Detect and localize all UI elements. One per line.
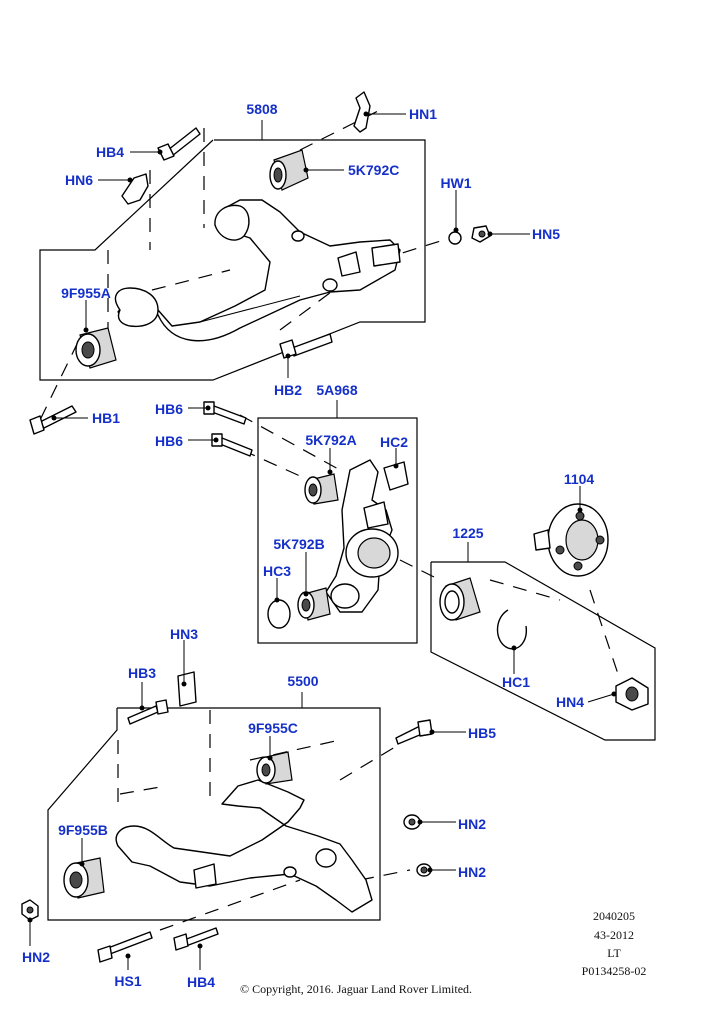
bearing-frame xyxy=(430,561,656,741)
drawing-code-2: 43-2012 xyxy=(594,928,634,942)
label-5k792c: 5K792C xyxy=(348,162,399,178)
label-hb4-bottom: HB4 xyxy=(187,974,215,990)
bush-9f955b xyxy=(63,857,105,899)
label-hn5: HN5 xyxy=(532,226,560,242)
wheel-hub-1104 xyxy=(533,503,609,577)
hub-bearing-group xyxy=(399,503,656,741)
label-hb6-b: HB6 xyxy=(155,433,183,449)
bush-5k792c xyxy=(269,149,309,191)
label-9f955a: 9F955A xyxy=(61,285,111,301)
label-5808: 5808 xyxy=(246,101,277,117)
nut-hn4 xyxy=(615,677,649,711)
label-hs1: HS1 xyxy=(114,973,141,989)
label-hn2-a: HN2 xyxy=(458,816,486,832)
bolt-hb5 xyxy=(395,719,433,745)
ring-hc3 xyxy=(267,599,291,629)
nut-hn2-b xyxy=(416,863,432,877)
nut-hn5 xyxy=(471,225,491,243)
label-hn6: HN6 xyxy=(65,172,93,188)
label-5500: 5500 xyxy=(287,673,318,689)
bush-9f955a xyxy=(75,327,117,369)
label-5k792b: 5K792B xyxy=(273,536,324,552)
callout-labels: 5808 HN1 HB4 5K792C HN6 HW1 HN5 9F955A H… xyxy=(22,101,594,990)
lower-control-arm xyxy=(115,779,373,913)
bracket-hn1 xyxy=(353,91,371,133)
label-hc3: HC3 xyxy=(263,563,291,579)
bolt-hb6-a xyxy=(203,401,247,425)
clip-hn6 xyxy=(121,173,149,205)
label-5k792a: 5K792A xyxy=(305,432,356,448)
nut-hn2-c xyxy=(21,899,39,921)
label-hb5: HB5 xyxy=(468,725,496,741)
drawing-code-1: 2040205 xyxy=(593,909,635,923)
nut-hn2-a xyxy=(403,814,421,830)
upper-arm-group xyxy=(29,91,491,435)
bolt-hb1 xyxy=(29,405,77,435)
label-hb6-a: HB6 xyxy=(155,401,183,417)
bolt-hb4-bottom xyxy=(173,927,219,951)
label-hn2-b: HN2 xyxy=(458,864,486,880)
label-9f955c: 9F955C xyxy=(248,720,298,736)
bearing-1225 xyxy=(439,577,481,621)
label-hn2-c: HN2 xyxy=(22,949,50,965)
bolt-hb4-top xyxy=(157,127,201,161)
knuckle xyxy=(325,459,399,613)
label-1104: 1104 xyxy=(564,471,595,487)
knuckle-group xyxy=(203,400,418,644)
bolt-hb6-b xyxy=(211,433,253,457)
label-hw1: HW1 xyxy=(440,175,471,191)
label-hn3: HN3 xyxy=(170,626,198,642)
label-hb1: HB1 xyxy=(92,410,120,426)
bolt-hb2 xyxy=(279,333,333,359)
label-hb3: HB3 xyxy=(128,665,156,681)
label-1225: 1225 xyxy=(452,525,483,541)
label-hc1: HC1 xyxy=(502,674,530,690)
footer: 2040205 43-2012 LT P0134258-02 © Copyrig… xyxy=(240,909,646,996)
bracket-hn3 xyxy=(177,671,197,707)
label-hn1: HN1 xyxy=(409,106,437,122)
bolt-hb3 xyxy=(127,699,169,725)
bush-5k792a xyxy=(304,473,339,505)
label-hb4-top: HB4 xyxy=(96,144,124,160)
lower-arm-frame xyxy=(47,707,381,921)
leader-lines xyxy=(27,111,617,970)
bolt-hs1 xyxy=(97,931,153,963)
label-hb2: HB2 xyxy=(274,382,302,398)
drawing-code-4: P0134258-02 xyxy=(582,964,647,978)
washer-hw1 xyxy=(448,231,462,245)
circlip-hc1 xyxy=(496,609,527,650)
label-hn4: HN4 xyxy=(556,694,584,710)
label-5a968: 5A968 xyxy=(316,382,357,398)
upper-control-arm xyxy=(114,199,401,342)
copyright-notice: © Copyright, 2016. Jaguar Land Rover Lim… xyxy=(240,982,472,996)
bush-5k792b xyxy=(297,587,331,621)
label-9f955b: 9F955B xyxy=(58,822,108,838)
label-hc2: HC2 xyxy=(380,434,408,450)
drawing-code-3: LT xyxy=(607,946,621,960)
bush-9f955c xyxy=(256,751,293,785)
lower-arm-group xyxy=(21,671,433,963)
